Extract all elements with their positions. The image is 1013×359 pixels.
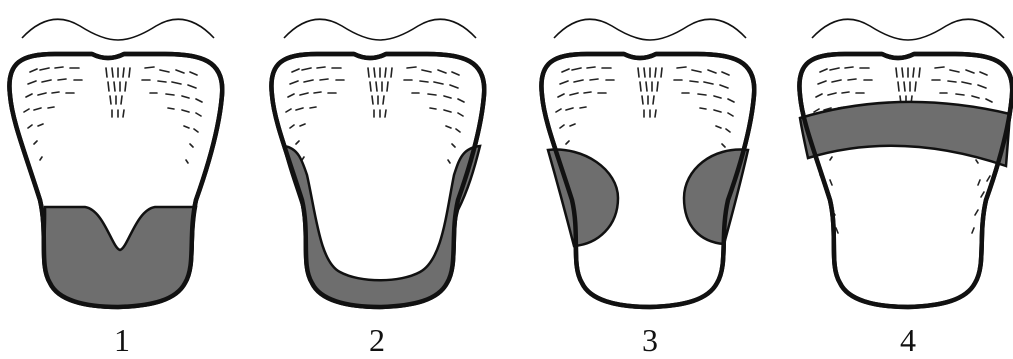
diagram-label-3: 3	[630, 324, 670, 356]
tongue-diagram-2	[271, 19, 484, 307]
diagram-label-1: 1	[102, 324, 142, 356]
lip-line	[22, 19, 214, 40]
diagram-label-2: 2	[357, 324, 397, 356]
tongue-diagram-3	[541, 19, 754, 307]
tongue-diagram-1	[9, 19, 222, 307]
diagram-label-4: 4	[888, 324, 928, 356]
tongue-diagram-4	[799, 19, 1012, 307]
lip-line	[284, 19, 476, 40]
lip-line	[812, 19, 1004, 40]
lip-line	[554, 19, 746, 40]
